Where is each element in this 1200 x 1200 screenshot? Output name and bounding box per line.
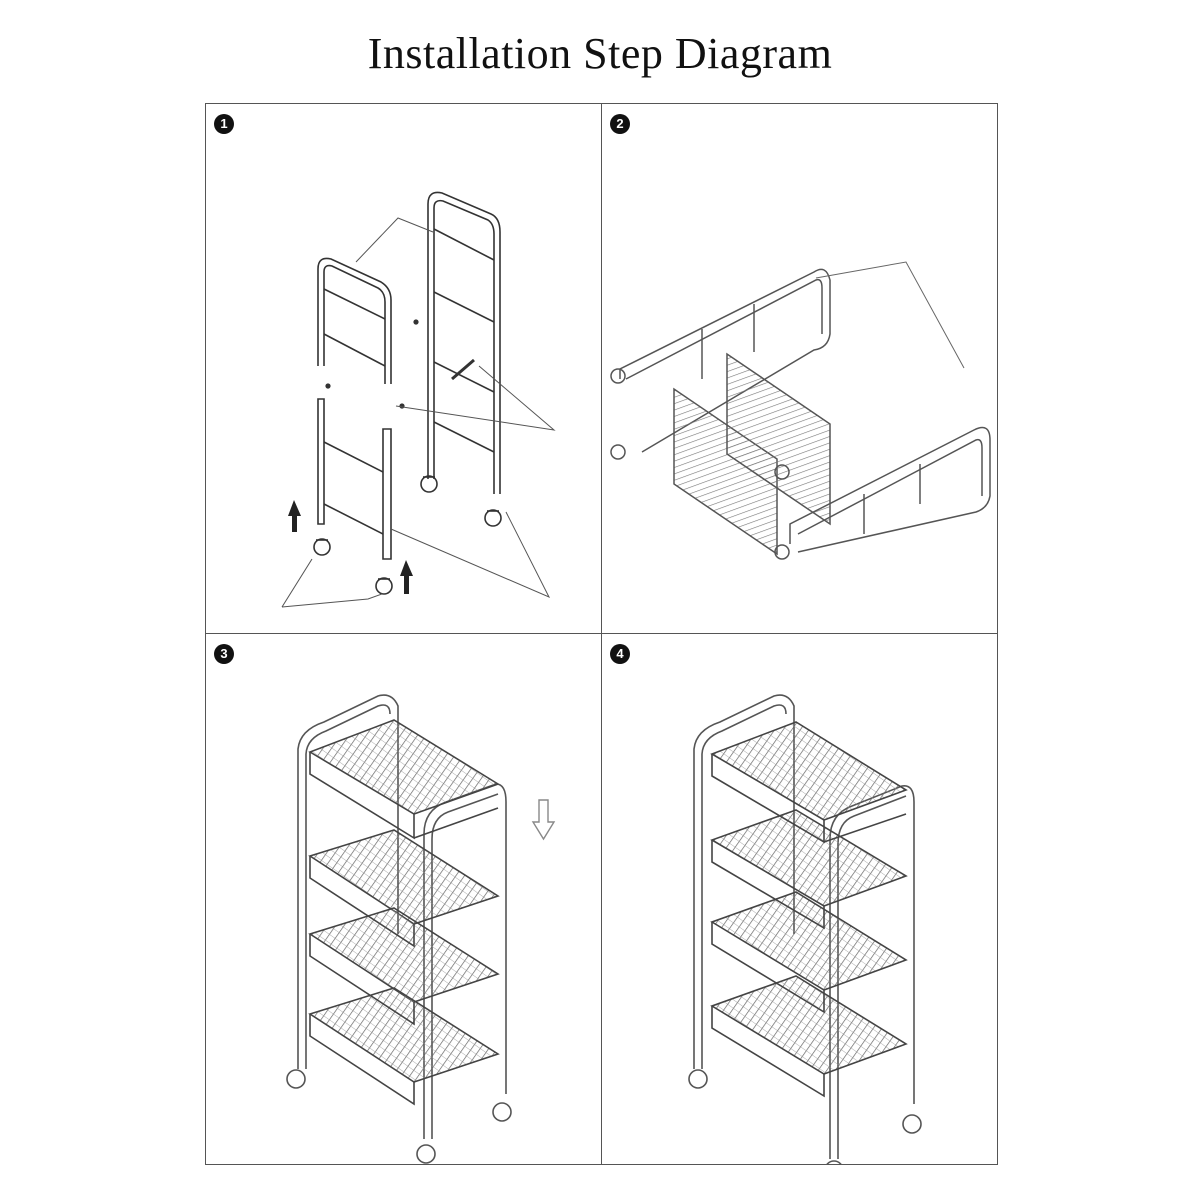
step-3-badge: 3 (214, 644, 234, 664)
step-4-illustration (688, 694, 922, 1164)
cart-back-frame (297, 694, 399, 1069)
step-4-panel: 4 (602, 634, 997, 1164)
step-1-panel: 1 (206, 104, 602, 634)
step-3-illustration (286, 694, 556, 1164)
right-frame (427, 191, 501, 494)
final-back-frame (693, 694, 795, 1069)
step-4-badge: 4 (610, 644, 630, 664)
down-arrow-icon (531, 799, 556, 841)
back-frame (619, 268, 831, 453)
step-2-badge: 2 (610, 114, 630, 134)
step-3-panel: 3 (206, 634, 602, 1164)
step-1-illustration (281, 191, 556, 608)
step-1-badge: 1 (214, 114, 234, 134)
page-title: Installation Step Diagram (367, 29, 833, 78)
front-frame (789, 426, 991, 553)
basket-right (726, 352, 831, 526)
steps-grid: 1 (205, 103, 998, 1165)
left-frame-top (317, 257, 392, 384)
step-2-illustration (610, 261, 991, 560)
step-2-panel: 2 (602, 104, 997, 634)
